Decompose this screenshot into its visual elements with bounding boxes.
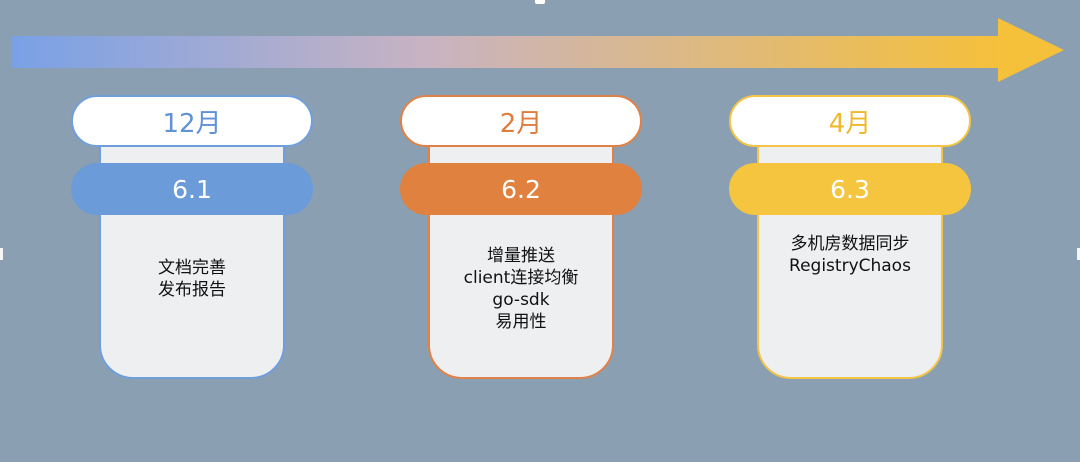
arrow-shaft (12, 36, 1002, 68)
milestone-card-6-2: 2月 6.2 增量推送 client连接均衡 go-sdk 易用性 (400, 95, 642, 385)
month-label: 4月 (729, 95, 971, 147)
milestone-item: 增量推送 (487, 246, 555, 266)
milestone-item: client连接均衡 (463, 268, 579, 288)
version-badge: 6.1 (71, 163, 313, 215)
timeline-arrow (12, 18, 1064, 82)
month-label: 2月 (400, 95, 642, 147)
milestone-item: go-sdk (492, 290, 550, 310)
version-badge: 6.2 (400, 163, 642, 215)
milestone-item: 多机房数据同步 (790, 234, 910, 254)
milestone-item: 文档完善 (158, 258, 226, 278)
left-edge-marker (0, 248, 3, 260)
right-edge-marker (1077, 248, 1080, 260)
milestone-item: 发布报告 (158, 280, 226, 300)
month-label: 12月 (71, 95, 313, 147)
milestone-items: 增量推送 client连接均衡 go-sdk 易用性 (428, 245, 614, 333)
milestone-items: 多机房数据同步 RegistryChaos (757, 233, 943, 277)
milestone-card-6-1: 12月 6.1 文档完善 发布报告 (71, 95, 313, 385)
arrow-head (998, 18, 1064, 82)
version-badge: 6.3 (729, 163, 971, 215)
milestone-item: RegistryChaos (789, 256, 911, 276)
milestone-item: 易用性 (495, 312, 547, 332)
top-marker (535, 0, 545, 4)
milestone-items: 文档完善 发布报告 (99, 257, 285, 301)
milestone-card-6-3: 4月 6.3 多机房数据同步 RegistryChaos (729, 95, 971, 385)
